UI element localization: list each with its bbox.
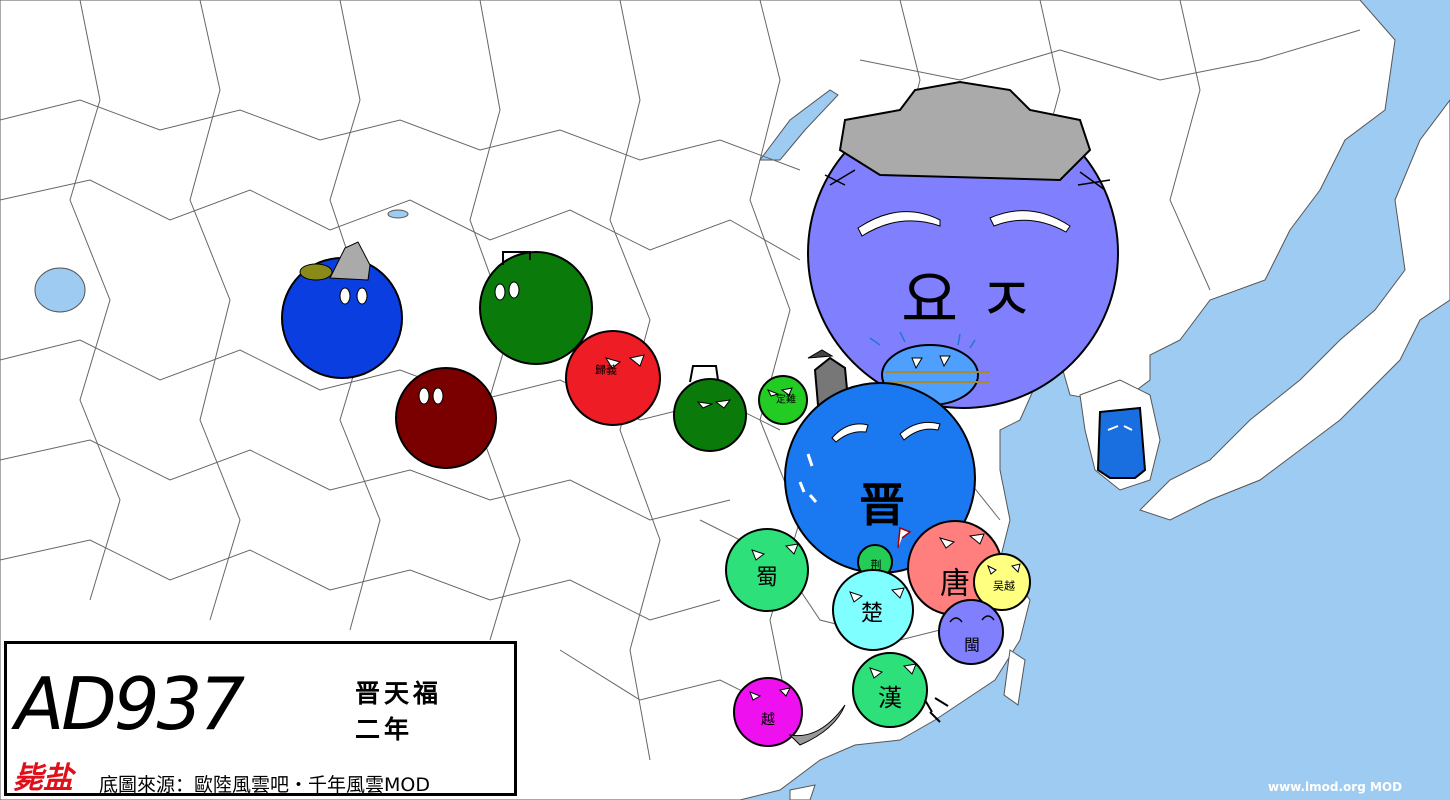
- label-min: 閩: [964, 636, 980, 655]
- hat-icon: [689, 365, 719, 383]
- ball-shu[interactable]: 蜀: [725, 528, 809, 612]
- lake-small: [387, 209, 409, 219]
- hat-icon: [502, 251, 531, 265]
- author-signature: 毙盐: [13, 761, 73, 796]
- ball-balhae[interactable]: [869, 331, 990, 406]
- lake-balkhash: [34, 267, 86, 313]
- ball-chu[interactable]: 楚: [832, 569, 914, 651]
- label-shu: 蜀: [756, 566, 778, 591]
- ball-karakhanid[interactable]: [281, 241, 403, 379]
- watermark: www.lmod.org MOD: [1268, 780, 1403, 794]
- hainan-land: [789, 784, 816, 800]
- ball-uyghur[interactable]: [479, 251, 593, 365]
- ball-tibet[interactable]: [395, 367, 497, 469]
- fur-hat-icon: [838, 80, 1092, 182]
- lake-baikal: [759, 89, 839, 161]
- ball-yue[interactable]: 越: [733, 677, 846, 747]
- label-han: 漢: [878, 684, 902, 712]
- era-name: 晋天福: [355, 679, 443, 708]
- label-guiyi: 歸義: [595, 363, 617, 377]
- ball-khitan[interactable]: 요 ㅈ: [807, 80, 1119, 409]
- legend-box: AD937 晋天福 二年 毙盐 底圖來源：歐陸風雲吧・千年風雲MOD: [4, 641, 517, 796]
- era-year: 二年: [355, 715, 414, 744]
- label-yue: 越: [761, 712, 775, 728]
- japan-land: [1139, 99, 1450, 521]
- ball-goryeo[interactable]: [1096, 406, 1147, 479]
- ball-guiyi[interactable]: 歸義: [565, 330, 661, 426]
- ball-small-green[interactable]: [673, 365, 747, 452]
- feather-icon: [299, 263, 333, 281]
- helmet-icon: [329, 241, 371, 281]
- year-label: AD937: [15, 662, 245, 746]
- flag-icon: [897, 526, 912, 549]
- ball-dingnan[interactable]: 定難: [758, 375, 808, 425]
- label-dingnan: 定難: [776, 393, 796, 406]
- label-wuyue: 吴越: [993, 579, 1015, 593]
- ball-han[interactable]: 漢: [852, 652, 949, 728]
- label-tang: 唐: [940, 567, 970, 602]
- label-chu: 楚: [861, 602, 883, 627]
- label-jingnan: 荆: [871, 559, 882, 572]
- label-jin: 晋: [859, 478, 905, 532]
- taiwan-land: [1003, 649, 1026, 706]
- label-khitan: 요 ㅈ: [901, 264, 1035, 337]
- blade-icon: [788, 704, 846, 746]
- ball-min[interactable]: 閩: [938, 599, 1004, 665]
- map-source: 底圖來源：歐陸風雲吧・千年風雲MOD: [99, 774, 430, 796]
- ball-wuyue[interactable]: 吴越: [973, 553, 1031, 611]
